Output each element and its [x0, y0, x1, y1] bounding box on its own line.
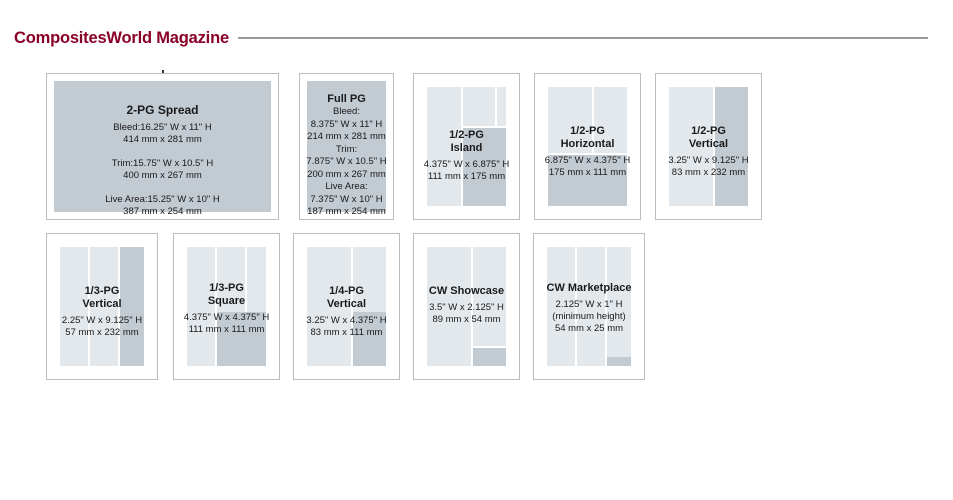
ad-card-canvas: 1/2-PG Island 4.375" W x 6.875" H 111 mm…: [419, 79, 514, 214]
ad-block-island-area: [463, 128, 506, 206]
ad-card-half-pg-horizontal[interactable]: 1/2-PG Horizontal 6.875" W x 4.375" H 17…: [534, 73, 641, 220]
ad-block-column-2: [90, 247, 118, 366]
ad-card-full-pg[interactable]: Full PG Bleed: 8.375" W x 11" H 214 mm x…: [299, 73, 394, 220]
ad-block-quarter-vertical-area: [353, 312, 386, 366]
ad-block-showcase-area: [473, 348, 506, 366]
ad-card-canvas: 1/4-PG Vertical 3.25" W x 4.375" H 83 mm…: [299, 239, 394, 374]
ad-block-right-column: [473, 247, 506, 346]
ad-block-column-1: [547, 247, 575, 366]
ad-block-column-1: [60, 247, 88, 366]
header-divider-rule: [237, 37, 928, 39]
ad-block-top-middle: [463, 87, 495, 126]
page-title: CompositesWorld Magazine: [14, 28, 229, 47]
ad-block-left-column: [427, 247, 471, 366]
ad-card-cw-showcase[interactable]: CW Showcase 3.5" W x 2.125" H 89 mm x 54…: [413, 233, 520, 380]
ad-card-2pg-spread[interactable]: 2-PG Spread Bleed:16.25" W x 11" H 414 m…: [46, 73, 279, 220]
ad-card-canvas: 1/3-PG Vertical 2.25" W x 9.125" H 57 mm…: [52, 239, 152, 374]
ad-block-left-column: [669, 87, 713, 206]
ad-card-quarter-pg-vertical[interactable]: 1/4-PG Vertical 3.25" W x 4.375" H 83 mm…: [293, 233, 400, 380]
ad-block-top-left-column: [548, 87, 592, 153]
ad-card-third-pg-square[interactable]: 1/3-PG Square 4.375" W x 4.375" H 111 mm…: [173, 233, 280, 380]
ad-block-marketplace-area: [607, 357, 631, 366]
ad-block-column-2: [577, 247, 605, 366]
ad-block-left-column: [427, 87, 461, 206]
stray-dot-mark: [162, 70, 164, 73]
ad-block-full-page: [307, 81, 386, 212]
ad-card-cw-marketplace[interactable]: CW Marketplace 2.125" W x 1" H (minimum …: [533, 233, 645, 380]
ad-block-top-right: [497, 87, 506, 126]
ad-card-third-pg-vertical[interactable]: 1/3-PG Vertical 2.25" W x 9.125" H 57 mm…: [46, 233, 158, 380]
ad-card-canvas: 2-PG Spread Bleed:16.25" W x 11" H 414 m…: [52, 79, 273, 217]
ad-block-horizontal-area: [548, 155, 627, 206]
ad-block-left-column: [307, 247, 351, 366]
ad-block-spread-area: [54, 81, 271, 212]
ad-block-vertical-area: [715, 87, 748, 206]
page-header: CompositesWorld Magazine: [0, 25, 953, 51]
ad-card-canvas: CW Showcase 3.5" W x 2.125" H 89 mm x 54…: [419, 239, 514, 374]
ad-block-top-right-column: [594, 87, 627, 153]
ad-block-square-area: [217, 312, 266, 366]
ad-card-half-pg-island[interactable]: 1/2-PG Island 4.375" W x 6.875" H 111 mm…: [413, 73, 520, 220]
ad-card-canvas: CW Marketplace 2.125" W x 1" H (minimum …: [539, 239, 639, 374]
ad-card-canvas: 1/2-PG Horizontal 6.875" W x 4.375" H 17…: [540, 79, 635, 214]
ad-block-column-3: [607, 247, 631, 366]
ad-card-canvas: Full PG Bleed: 8.375" W x 11" H 214 mm x…: [305, 79, 388, 217]
ad-block-column-1: [187, 247, 215, 366]
ad-block-third-vertical-area: [120, 247, 144, 366]
ad-card-half-pg-vertical[interactable]: 1/2-PG Vertical 3.25" W x 9.125" H 83 mm…: [655, 73, 762, 220]
ad-card-canvas: 1/3-PG Square 4.375" W x 4.375" H 111 mm…: [179, 239, 274, 374]
ad-card-canvas: 1/2-PG Vertical 3.25" W x 9.125" H 83 mm…: [661, 79, 756, 214]
